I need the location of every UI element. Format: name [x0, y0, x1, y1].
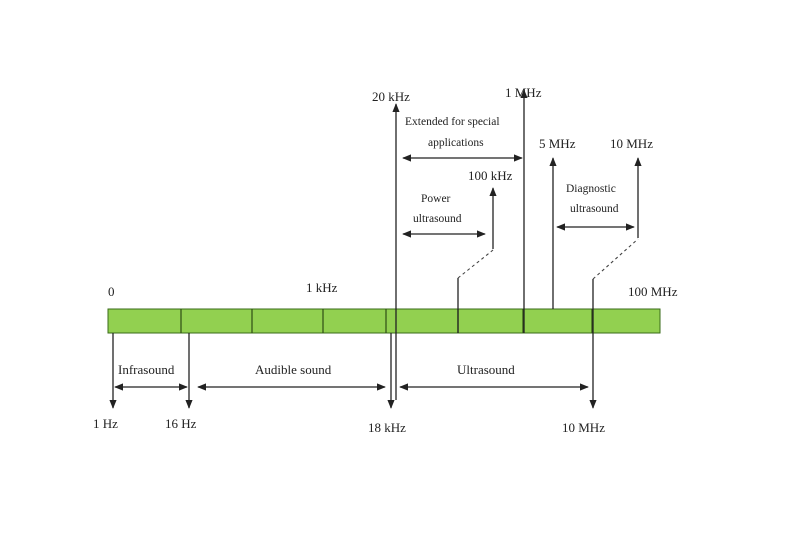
marker-1mhz-label: 1 MHz — [505, 85, 542, 100]
power-range-label-1: Power — [421, 193, 451, 205]
scale-mid-label: 1 kHz — [306, 280, 338, 295]
marker-100khz-label: 100 kHz — [468, 168, 513, 183]
marker-10mhz-dashed-link — [592, 238, 639, 280]
diagnostic-range-label-2: ultrasound — [570, 203, 619, 215]
marker-10mhz-top-label: 10 MHz — [610, 136, 653, 151]
frequency-bar — [107, 308, 661, 334]
audible-sound-label: Audible sound — [255, 362, 332, 377]
scale-end-label: 100 MHz — [628, 284, 678, 299]
marker-18khz-label: 18 kHz — [368, 420, 406, 435]
extended-range-label-1: Extended for special — [405, 116, 500, 128]
extended-range-label-2: applications — [428, 137, 484, 149]
infrasound-label: Infrasound — [118, 362, 175, 377]
marker-100khz-dashed-link — [457, 249, 494, 279]
scale-start-label: 0 — [108, 284, 115, 299]
diagnostic-range-label-1: Diagnostic — [566, 183, 616, 195]
ultrasound-label: Ultrasound — [457, 362, 515, 377]
marker-16hz-label: 16 Hz — [165, 416, 197, 431]
marker-20khz-label: 20 kHz — [372, 89, 410, 104]
marker-10mhz-bottom-label: 10 MHz — [562, 420, 605, 435]
marker-1hz-label: 1 Hz — [93, 416, 118, 431]
marker-5mhz-label: 5 MHz — [539, 136, 576, 151]
power-range-label-2: ultrasound — [413, 213, 462, 225]
